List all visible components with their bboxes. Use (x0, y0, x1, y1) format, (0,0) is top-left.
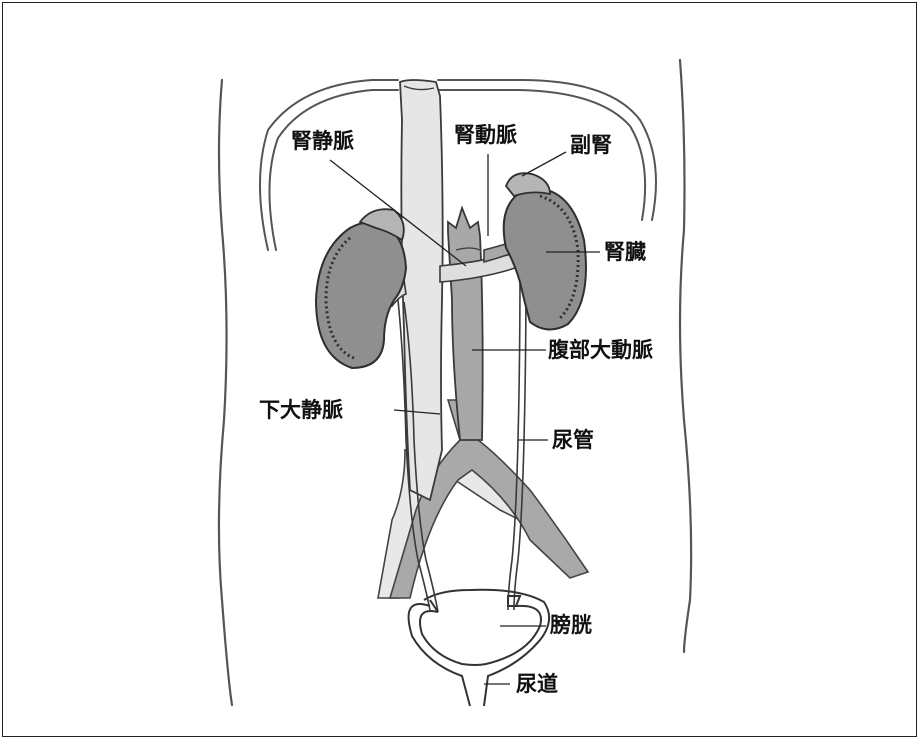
adrenal-right (506, 173, 550, 196)
label-kidney: 腎臓 (604, 242, 646, 263)
label-bladder: 膀胱 (550, 615, 592, 636)
label-abdominal-aorta: 腹部大動脈 (548, 340, 653, 361)
kidney-left (316, 209, 406, 368)
label-ureter: 尿管 (552, 430, 594, 451)
label-inferior-vena-cava: 下大静脈 (259, 400, 343, 421)
label-urethra: 尿道 (516, 674, 558, 695)
label-renal-vein: 腎静脈 (291, 131, 354, 152)
label-renal-artery: 腎動脈 (454, 125, 517, 146)
label-adrenal-gland: 副腎 (570, 135, 612, 156)
